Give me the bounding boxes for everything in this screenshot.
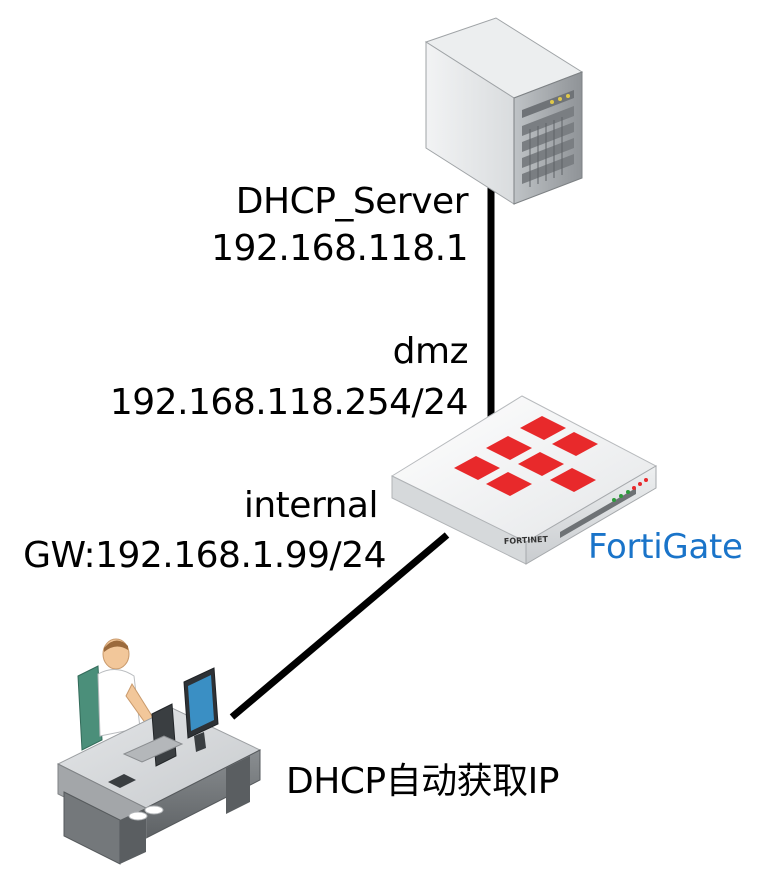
client-dhcp-label: DHCP自动获取IP (286, 761, 559, 802)
fortinet-logo-mark (454, 416, 598, 496)
server-name-label: DHCP_Server (235, 181, 469, 222)
server-tower-icon (424, 17, 584, 205)
dmz-ip-label: 192.168.118.254/24 (109, 382, 469, 423)
dmz-interface-label: dmz (392, 331, 469, 372)
link-fortigate-to-client (229, 532, 450, 720)
server-ip-label: 192.168.118.1 (211, 228, 468, 269)
fortigate-label: FortiGate (588, 527, 743, 567)
internal-gateway-label: GW:192.168.1.99/24 (23, 535, 386, 576)
workstation-user-icon (56, 638, 262, 865)
fortinet-vendor-mark: FORTINET (504, 535, 549, 546)
fortigate-appliance-icon: FORTINET (390, 395, 658, 565)
internal-interface-label: internal (243, 485, 379, 526)
